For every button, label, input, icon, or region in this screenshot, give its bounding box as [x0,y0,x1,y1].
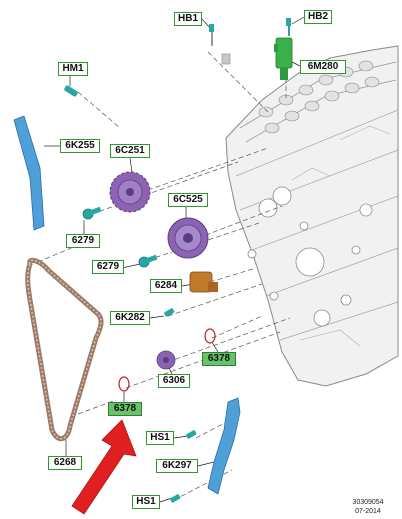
crankshaft-sprocket-6306 [156,350,176,370]
o-ring-6378-upper [204,328,216,344]
callout-6378-lower: 6378 [108,402,142,416]
callout-6c525: 6C525 [168,193,208,207]
hb2-bolt [286,18,291,36]
engine-cylinder-head-block [225,45,399,387]
hs1-bolt-upper [186,430,197,439]
callout-6k255: 6K255 [60,139,100,153]
callout-6k282: 6K282 [110,311,150,325]
bolt-6279-lower [138,254,158,268]
timing-chain-6268-links [26,259,102,440]
hb1-bolt [209,24,231,65]
camshaft-phaser-6c525 [167,217,209,259]
hs1-bolt-lower [170,494,181,503]
callout-hs1-lower: HS1 [132,495,160,509]
camshaft-position-sensor-6m280 [274,37,293,80]
bolt-6279-upper [82,206,102,220]
bolt-6k282 [164,308,175,317]
callout-6279-lower: 6279 [92,260,124,274]
document-date: 07-2014 [355,508,381,515]
document-code: 30309054 [352,499,384,506]
callout-6268: 6268 [48,456,82,470]
callout-6m280: 6M280 [300,60,346,74]
red-indicator-arrow [71,419,137,515]
callout-6279-upper: 6279 [66,234,100,248]
timing-chain-6268 [25,257,104,442]
hm1-bolt [64,85,78,97]
callout-6378-upper: 6378 [202,352,236,366]
o-ring-6378-lower [118,376,130,392]
callout-6c251: 6C251 [110,144,150,158]
callout-6k297: 6K297 [156,459,198,473]
callout-hs1-upper: HS1 [146,431,174,445]
timing-chain-guide-6k297 [207,397,241,495]
sprocket-6c251 [109,171,151,213]
callout-hb2: HB2 [304,10,332,24]
callout-6284: 6284 [150,279,182,293]
timing-chain-guide-6k255 [13,115,45,231]
callout-hm1: HM1 [58,62,88,76]
callout-6306: 6306 [158,374,190,388]
callout-hb1: HB1 [174,12,202,26]
actuator-6284 [189,271,218,293]
document-reference: 30309054 07-2014 [338,498,398,516]
